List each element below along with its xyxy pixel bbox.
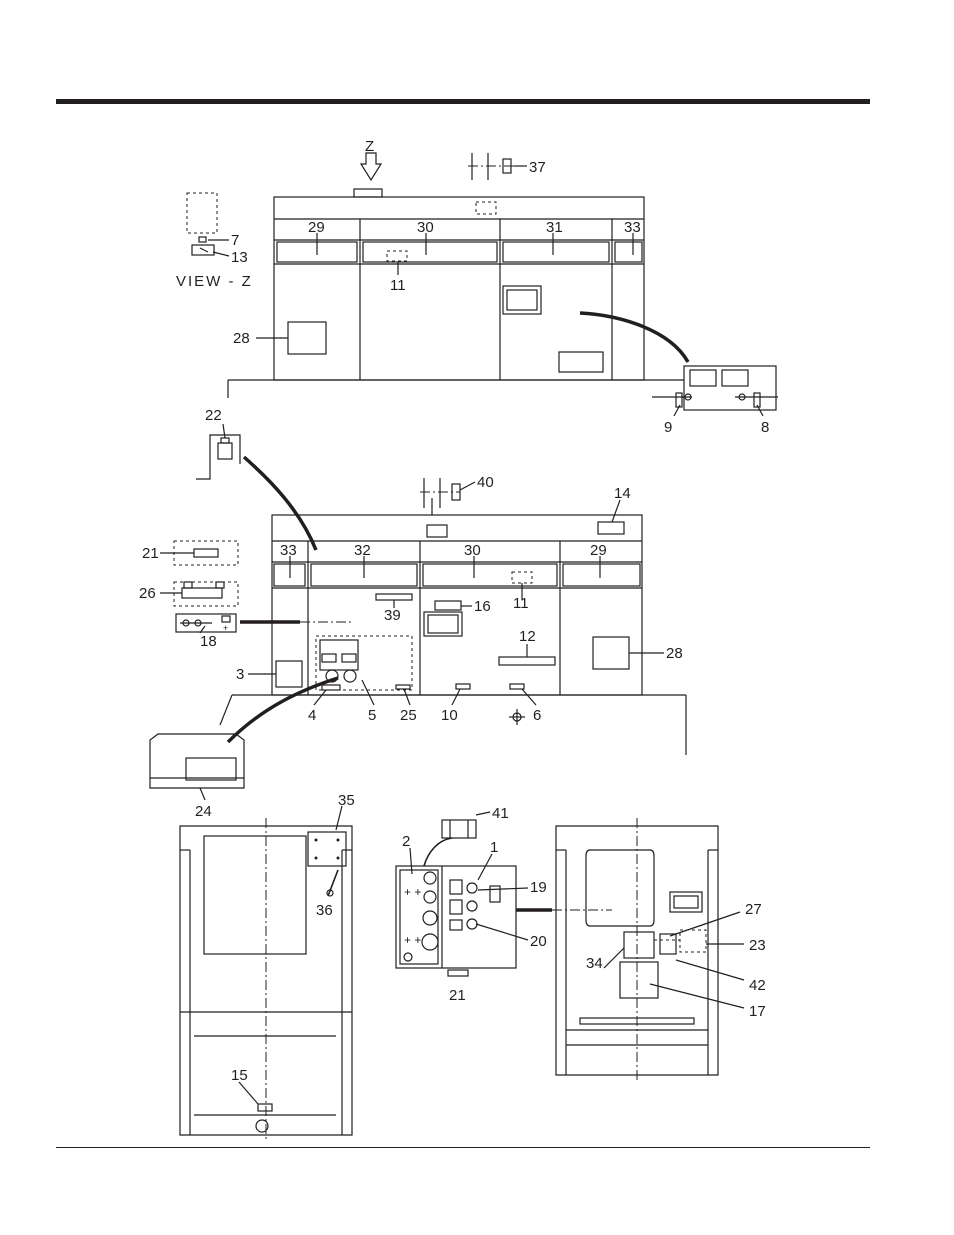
callout-labels: Z VIEW - Z 37 29 30 31 33 7 13 11 28 22 … <box>139 138 769 1084</box>
callout-28-top: 28 <box>233 330 250 347</box>
callout-8: 8 <box>761 419 769 436</box>
callout-17: 17 <box>749 1003 766 1020</box>
callout-1: 1 <box>490 839 498 856</box>
callout-24: 24 <box>195 803 212 820</box>
callout-20: 20 <box>530 933 547 950</box>
callout-12: 12 <box>519 628 536 645</box>
callout-33-mid: 33 <box>280 542 297 559</box>
callout-33-top: 33 <box>624 219 641 236</box>
callout-42: 42 <box>749 977 766 994</box>
callout-10: 10 <box>441 707 458 724</box>
callout-4: 4 <box>308 707 316 724</box>
callout-16: 16 <box>474 598 491 615</box>
svg-text:+ +: + + <box>404 933 421 947</box>
svg-text:+: + <box>223 623 228 633</box>
callout-23: 23 <box>749 937 766 954</box>
callout-28-mid: 28 <box>666 645 683 662</box>
callout-30-top: 30 <box>417 219 434 236</box>
callout-19: 19 <box>530 879 547 896</box>
svg-text:+ +: + + <box>404 885 421 899</box>
view-z-label: VIEW - Z <box>176 273 253 290</box>
callout-6: 6 <box>533 707 541 724</box>
callout-39: 39 <box>384 607 401 624</box>
callout-5: 5 <box>368 707 376 724</box>
callout-21-bottom: 21 <box>449 987 466 1004</box>
callout-41: 41 <box>492 805 509 822</box>
rear-cabinet-assembly <box>556 818 744 1080</box>
middle-machine-assembly: + <box>150 478 686 800</box>
bottom-left-assembly <box>180 806 352 1140</box>
callout-2: 2 <box>402 833 410 850</box>
callout-30-mid: 30 <box>464 542 481 559</box>
callout-11-mid: 11 <box>513 595 529 612</box>
callout-11-top: 11 <box>390 277 406 294</box>
callout-7: 7 <box>231 232 239 249</box>
electrical-box-assembly: + + + + <box>396 812 612 976</box>
callout-3: 3 <box>236 666 244 683</box>
callout-22: 22 <box>205 407 222 424</box>
callout-18: 18 <box>200 633 217 650</box>
callout-36: 36 <box>316 902 333 919</box>
callout-21-left: 21 <box>142 545 159 562</box>
callout-34: 34 <box>586 955 603 972</box>
callout-35: 35 <box>338 792 355 809</box>
callout-9: 9 <box>664 419 672 436</box>
callout-29-mid: 29 <box>590 542 607 559</box>
callout-37: 37 <box>529 159 546 176</box>
callout-z-arrow: Z <box>365 138 374 155</box>
callout-29-top: 29 <box>308 219 325 236</box>
callout-13: 13 <box>231 249 248 266</box>
callout-15: 15 <box>231 1067 248 1084</box>
callout-27: 27 <box>745 901 762 918</box>
callout-25: 25 <box>400 707 417 724</box>
callout-32: 32 <box>354 542 371 559</box>
callout-40: 40 <box>477 474 494 491</box>
callout-31: 31 <box>546 219 563 236</box>
callout-14: 14 <box>614 485 631 502</box>
callout-26: 26 <box>139 585 156 602</box>
